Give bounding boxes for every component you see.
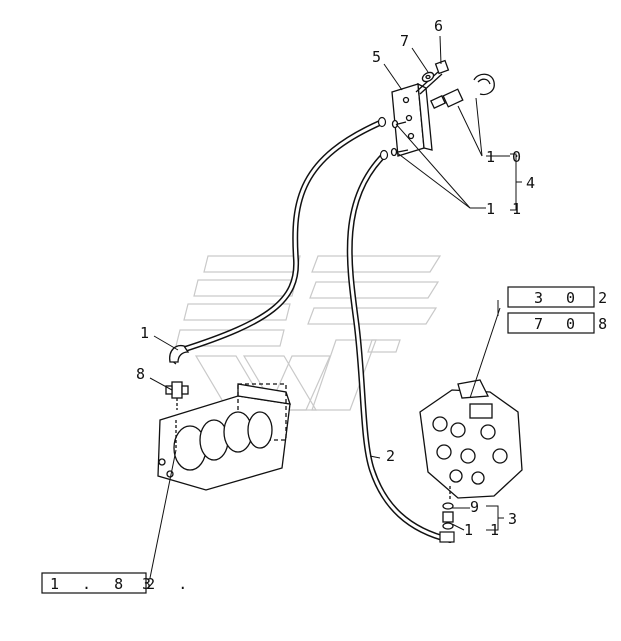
- svg-text:7 0 8: 7 0 8: [534, 315, 614, 333]
- callout-5: 5: [372, 48, 381, 66]
- callout-6: 6: [434, 17, 443, 35]
- hose-1: [171, 116, 387, 365]
- callout-3: 3: [508, 510, 517, 528]
- callout-10: 1 0: [486, 148, 525, 166]
- callout-2: 2: [386, 447, 395, 465]
- lower-right-fittings: [442, 502, 454, 530]
- bolt-and-washer: [415, 59, 450, 95]
- hydraulic-pump: [157, 383, 291, 491]
- callout-11-upper: 1 1: [486, 200, 525, 218]
- svg-text:1 . 8 2 .: 1 . 8 2 .: [50, 575, 194, 593]
- callout-1: 1: [140, 324, 149, 342]
- callout-9: 9: [470, 498, 479, 516]
- leader-lines: [149, 35, 522, 579]
- callout-4: 4: [526, 174, 535, 192]
- control-valve: [419, 379, 523, 500]
- callout-8: 8: [136, 365, 145, 383]
- mounting-bracket: [390, 82, 433, 157]
- lower-left-fittings: [165, 344, 190, 410]
- callout-11-lower: 1 1: [464, 521, 503, 539]
- svg-text:3 0 2: 3 0 2: [534, 289, 614, 307]
- ref-box-302: 3 0 2: [507, 286, 614, 308]
- callout-7: 7: [400, 32, 409, 50]
- hose-2: [346, 149, 455, 543]
- ref-box-708: 7 0 8: [507, 312, 614, 334]
- upper-fittings: [430, 73, 495, 110]
- svg-text:3: 3: [142, 575, 151, 593]
- watermark-logo: [175, 255, 442, 411]
- ref-box-182: 1 . 8 2 . 3: [41, 572, 194, 594]
